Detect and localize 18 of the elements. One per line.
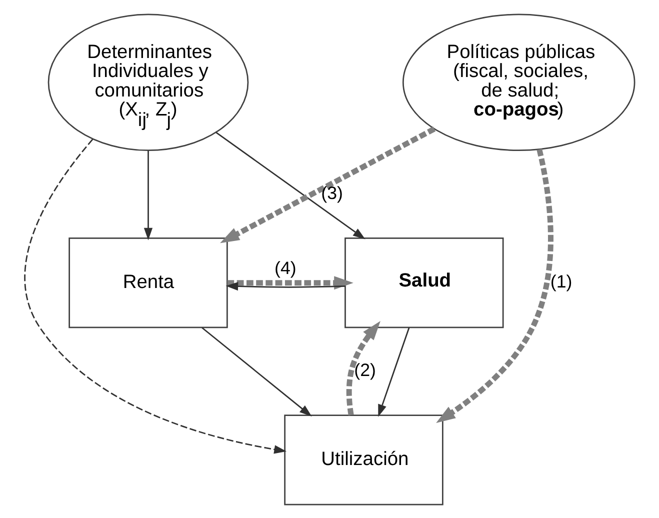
arrow	[226, 281, 346, 290]
arrow	[202, 326, 312, 416]
node-box: Utilización	[284, 414, 444, 505]
edge-label: (4)	[274, 257, 296, 278]
arrow	[216, 131, 366, 239]
arrow	[436, 148, 554, 423]
node-ellipse: Políticas públicas (fiscal, sociales, de salud; co-pagos)	[402, 13, 636, 151]
arrow	[378, 327, 410, 416]
arrow	[24, 138, 287, 454]
edge-label: (1)	[550, 270, 572, 291]
arrow	[227, 276, 354, 290]
arrow	[346, 320, 380, 415]
arrow	[220, 126, 436, 243]
arrow	[144, 150, 153, 240]
node-box: Salud	[344, 237, 504, 328]
edge-label: (2)	[354, 360, 376, 380]
edge-label: (3)	[321, 182, 343, 202]
node-box: Renta	[68, 237, 228, 328]
